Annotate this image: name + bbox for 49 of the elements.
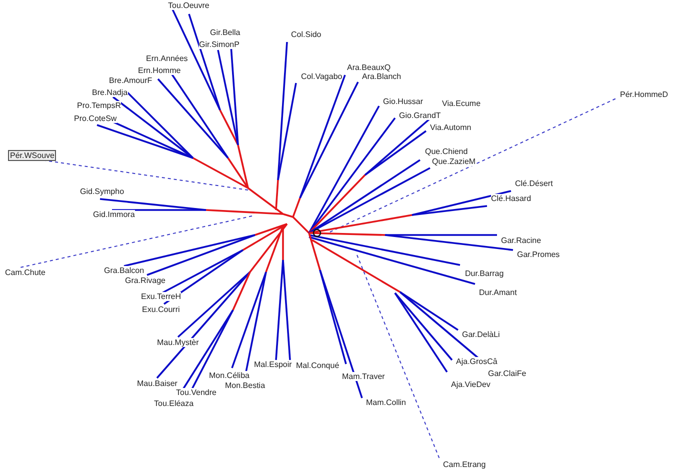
leaf-label: Gar.ClaiFe bbox=[488, 369, 526, 378]
leaf-label: Cam.Etrang bbox=[443, 460, 486, 469]
leaf-label: Mon.Bestia bbox=[225, 381, 266, 390]
leaf-label: Gid.Immora bbox=[93, 210, 135, 219]
leaf-label: Via.Automn bbox=[430, 123, 472, 132]
leaf-label: Mon.Céliba bbox=[209, 371, 250, 380]
leaf-label: Bre.AmourF bbox=[109, 76, 152, 85]
leaf-label: Ern.Années bbox=[146, 54, 188, 63]
leaf-label: Gar.Promes bbox=[517, 250, 560, 259]
leaf-label: Pro.CoteSw bbox=[74, 114, 117, 123]
leaf-label: Pro.TempsR bbox=[77, 101, 122, 110]
leaf-label: Ara.Blanch bbox=[362, 72, 402, 81]
leaf-label: Aja.VieDev bbox=[451, 380, 490, 389]
leaf-label: Gra.Rivage bbox=[125, 276, 166, 285]
leaf-label: Col.Sido bbox=[291, 30, 322, 39]
leaf-label: Mal.Conqué bbox=[296, 361, 340, 370]
leaf-label: Via.Ecume bbox=[442, 99, 481, 108]
leaf-label: Bre.Nadja bbox=[92, 88, 128, 97]
leaf-label: Mal.Espoir bbox=[254, 360, 292, 369]
leaf-label: Mam.Traver bbox=[342, 372, 385, 381]
leaf-label: Gra.Balcon bbox=[104, 266, 144, 275]
leaf-label: Aja.GrosCâ bbox=[456, 357, 498, 366]
leaf-label: Exu.Courri bbox=[142, 305, 180, 314]
leaf-label: Pér.WSouve bbox=[8, 150, 56, 161]
leaf-label: Mau.Mystèr bbox=[157, 338, 199, 347]
leaf-label: Tou.Vendre bbox=[176, 388, 216, 397]
leaf-label: Col.Vagabo bbox=[301, 72, 342, 81]
leaf-label: Pér.HommeD bbox=[620, 90, 668, 99]
leaf-label: Tou.Oeuvre bbox=[168, 1, 210, 10]
leaf-label: Mau.Baiser bbox=[137, 379, 178, 388]
leaf-label: Clé.Désert bbox=[515, 179, 553, 188]
leaf-label: Gar.Racine bbox=[501, 236, 542, 245]
leaf-label: Gir.SimonP bbox=[199, 40, 240, 49]
leaf-label: Que.ZazieM bbox=[432, 157, 476, 166]
leaf-label: Dur.Amant bbox=[479, 288, 517, 297]
leaf-label: Gio.Hussar bbox=[383, 97, 424, 106]
leaf-label: Gar.DelàLi bbox=[462, 330, 500, 339]
leaf-label: Gir.Bella bbox=[210, 28, 240, 37]
leaf-label: Que.Chiend bbox=[425, 147, 468, 156]
leaf-label: Gid.Sympho bbox=[80, 187, 124, 196]
leaf-label: Cam.Chute bbox=[5, 268, 46, 277]
leaf-label: Exu.TerreH bbox=[141, 292, 182, 301]
leaf-label: Clé.Hasard bbox=[491, 194, 532, 203]
leaf-label: Dur.Barrag bbox=[465, 269, 504, 278]
leaf-label: Ara.BeauxQ bbox=[347, 63, 391, 72]
leaf-label: Tou.Eléaza bbox=[154, 399, 194, 408]
leaf-label: Gio.GrandT bbox=[399, 111, 441, 120]
leaf-label: Mam.Collin bbox=[366, 398, 406, 407]
leaf-label: Ern.Homme bbox=[138, 66, 181, 75]
